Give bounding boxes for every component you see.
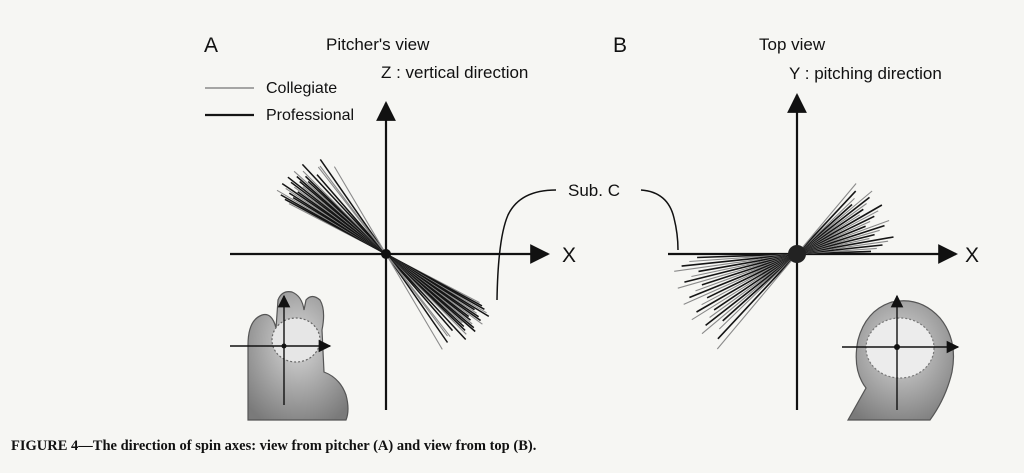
hand-illustration-b: [842, 294, 960, 421]
panel-b-origin: [788, 245, 806, 263]
panel-b-x-axis-label: X: [965, 244, 979, 267]
legend: Collegiate Professional: [205, 80, 354, 124]
sub-c-annotation: Sub. C: [496, 181, 679, 301]
hand-a-center: [281, 343, 287, 349]
ball-a: [271, 317, 321, 363]
sub-c-leader-left: [496, 189, 557, 301]
panel-a: A Pitcher's view Z : vertical direction …: [204, 34, 576, 421]
panel-b-y-axis-label: Y : pitching direction: [789, 64, 942, 83]
panel-b-title: Top view: [759, 35, 826, 54]
sub-c-label: Sub. C: [568, 181, 620, 200]
panel-b-spin-axis-line: [716, 183, 857, 350]
hand-b-center: [894, 344, 900, 350]
panel-b-spin-axis-line: [681, 244, 883, 267]
hand-illustration-a: [230, 291, 349, 421]
panel-a-x-axis-label: X: [562, 244, 576, 267]
panel-a-title: Pitcher's view: [326, 35, 430, 54]
panel-b-letter: B: [613, 34, 627, 57]
panel-b-spin-axis-line: [684, 233, 875, 283]
legend-professional-label: Professional: [266, 107, 354, 124]
panel-a-z-axis-label: Z : vertical direction: [381, 63, 528, 82]
panel-b: B Top view Y : pitching direction X: [613, 34, 979, 421]
legend-collegiate-label: Collegiate: [266, 80, 337, 97]
ball-b: [865, 317, 935, 379]
panel-a-letter: A: [204, 34, 218, 57]
panel-b-spin-axis-line: [717, 190, 857, 340]
panel-b-spin-axis-line: [691, 214, 861, 321]
panel-b-spin-axis-line: [689, 225, 866, 299]
sub-c-leader-right: [640, 189, 679, 251]
panel-a-origin: [381, 249, 391, 259]
panel-b-spin-axes: [674, 183, 894, 350]
figure-caption: FIGURE 4—The direction of spin axes: vie…: [11, 438, 537, 454]
